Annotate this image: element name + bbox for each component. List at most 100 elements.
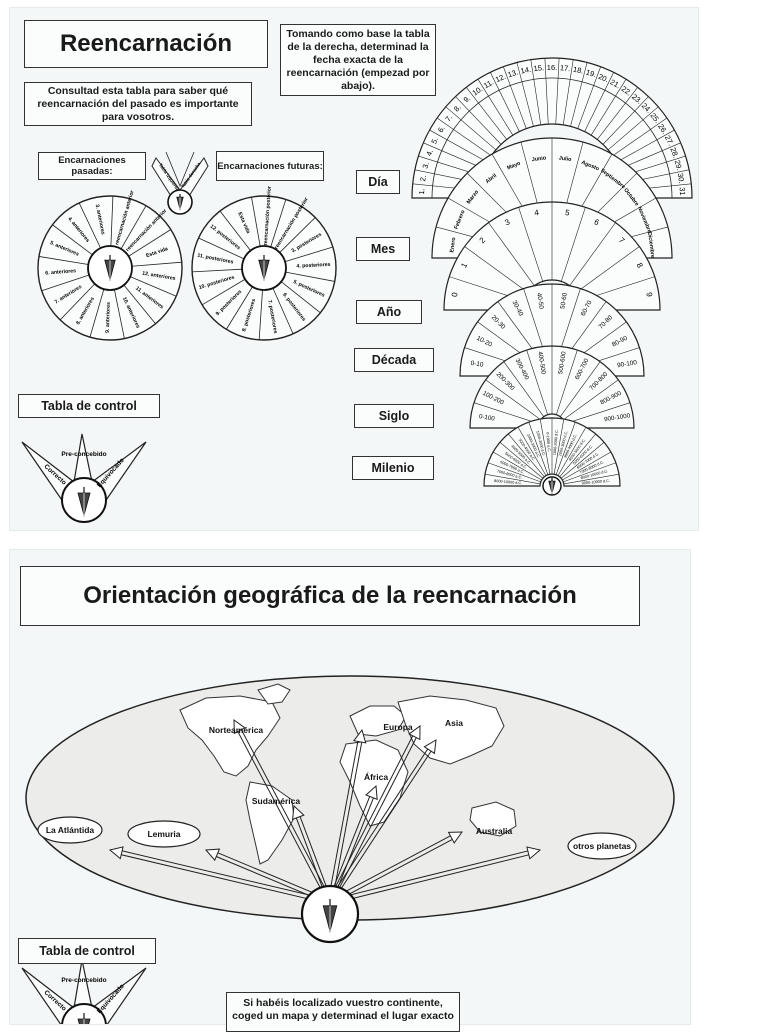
scale-label: 400-500 (536, 351, 547, 375)
south-america-shape (245, 781, 295, 865)
otros-planetas-oval (567, 832, 637, 860)
scale-label: 2. (418, 174, 428, 182)
direction-arrow (108, 846, 331, 905)
wheel-segment-label: 4. posteriores (296, 262, 330, 270)
map-ellipse (25, 675, 675, 921)
scale-label: 5 (564, 208, 570, 218)
label-atlantida: La Atlántida (46, 825, 95, 835)
scale-label: 12. (494, 72, 507, 84)
world-map-diagram: Norteamérica Europa Asia África Sudaméri… (21, 675, 675, 1024)
control-option-label: Pre-concebido (61, 451, 106, 458)
label-otros-planetas: otros planetas (573, 841, 631, 851)
scale-label: 900-1000 (604, 412, 631, 423)
date-scales: 1.2.3.4.5.6.7.8.9.10.11.12.13.14.15.16.1… (411, 57, 693, 496)
scale-label: 21. (609, 77, 622, 90)
row-label-siglo: Siglo (354, 404, 434, 428)
scale-label: 8000-10000 d.C. (580, 469, 608, 480)
future-incarnations-label: Encarnaciones futuras: (216, 151, 324, 181)
pendulum-circle (300, 884, 360, 944)
pendulum-icon (176, 194, 184, 211)
scale-label: 6 (593, 217, 602, 227)
pendulum-icon (258, 255, 270, 282)
row-label-decada: Década (354, 348, 434, 372)
scale-label: Junio (531, 155, 547, 163)
label-norteamerica: Norteamérica (209, 725, 264, 735)
scale-label: 3. (421, 161, 431, 169)
scale-label: 500-600 (557, 351, 568, 375)
past-incarnations-label: Encarnaciones pasadas: (38, 152, 146, 180)
scale-label: 15. (533, 63, 544, 73)
label-europa: Europa (383, 722, 413, 732)
greenland-shape (257, 683, 291, 705)
page-reencarnacion: Reencarnación Tomando como base la tabla… (10, 8, 698, 530)
australia-shape (469, 801, 517, 837)
scale-label: 4. (424, 148, 435, 157)
scale-label: 40-50 (535, 292, 545, 310)
page-title: Reencarnación (24, 20, 268, 68)
scale-label: 8 (635, 261, 645, 270)
scale-label: 11. (482, 78, 495, 91)
scale-label: Mayo (506, 160, 522, 171)
scale-label: 0 (450, 291, 460, 297)
scale-label: 9000-10000 d.C. (582, 479, 611, 485)
scale-label: 27. (663, 134, 676, 147)
scale-label: 5. (429, 136, 440, 146)
pendulum-icon (77, 1013, 91, 1024)
scale-label: 50-60 (559, 292, 569, 310)
scale-label: Enero (449, 236, 457, 253)
wheel-segment-label: 12. anteriores (142, 271, 176, 282)
scale-label: 8. (452, 103, 463, 114)
wheel-segment-label: 7. posteriores (266, 300, 278, 335)
consult-box: Consultad esta tabla para saber qué reen… (24, 82, 252, 126)
atlantida-oval (37, 816, 103, 844)
scale-label: 19. (585, 68, 598, 80)
scale-label: 2 (478, 235, 488, 245)
instruction-box: Tomando como base la tabla de la derecha… (280, 24, 436, 96)
scale-label: 8000-10000 a.C. (494, 479, 523, 485)
scale-label: 9 (644, 292, 654, 298)
wheel-segment-label: 1. reencarnación posterior (263, 186, 273, 251)
geo-page-title: Orientación geográfica de la reencarnaci… (20, 566, 640, 626)
label-lemuria: Lemuria (147, 829, 180, 839)
scale-label: 13. (507, 68, 520, 80)
row-label-mes: Mes (356, 237, 410, 261)
scale-label: 6. (436, 124, 447, 134)
row-label-anio: Año (356, 300, 422, 324)
scale-label: 9. (462, 94, 473, 105)
scale-label: 30. (676, 172, 686, 184)
row-label-dia: Día (356, 170, 400, 194)
scale-label: 31 (678, 187, 687, 196)
scale-label: 7 (617, 236, 627, 246)
label-australia: Australia (476, 826, 513, 836)
label-africa: África (364, 772, 388, 782)
geo-instruction-box: Si habéis localizado vuestro continente,… (226, 992, 460, 1032)
direction-arrows (108, 719, 542, 905)
control-table-title: Tabla de control (18, 394, 160, 418)
scale-label: 7. (443, 113, 454, 123)
scale-label: 1. (417, 188, 426, 195)
lemuria-oval (127, 820, 201, 848)
pendulum-icon (322, 899, 338, 933)
control-option-label: Pre-concebido (61, 977, 106, 984)
label-asia: Asia (445, 718, 463, 728)
scale-label: 1000-2000 d.C. (553, 429, 559, 455)
wheel-segment-label: 6. anteriores (45, 268, 76, 276)
scale-label: Diciembre (646, 232, 655, 259)
row-label-milenio: Milenio (352, 456, 434, 480)
wheel-segment-label: 9. anteriores (105, 302, 112, 333)
direction-arrow (327, 728, 367, 903)
page-orientacion: Orientación geográfica de la reencarnaci… (10, 550, 690, 1032)
scale-label: 14. (520, 65, 532, 76)
control-table-title-2: Tabla de control (18, 938, 156, 964)
fan-milenio: 8000-10000 a.C.7000-8000 a.C.6000-7000 a… (483, 417, 621, 496)
direction-arrow (329, 846, 542, 905)
direction-arrow (327, 725, 421, 904)
scale-label: 18. (572, 65, 584, 76)
